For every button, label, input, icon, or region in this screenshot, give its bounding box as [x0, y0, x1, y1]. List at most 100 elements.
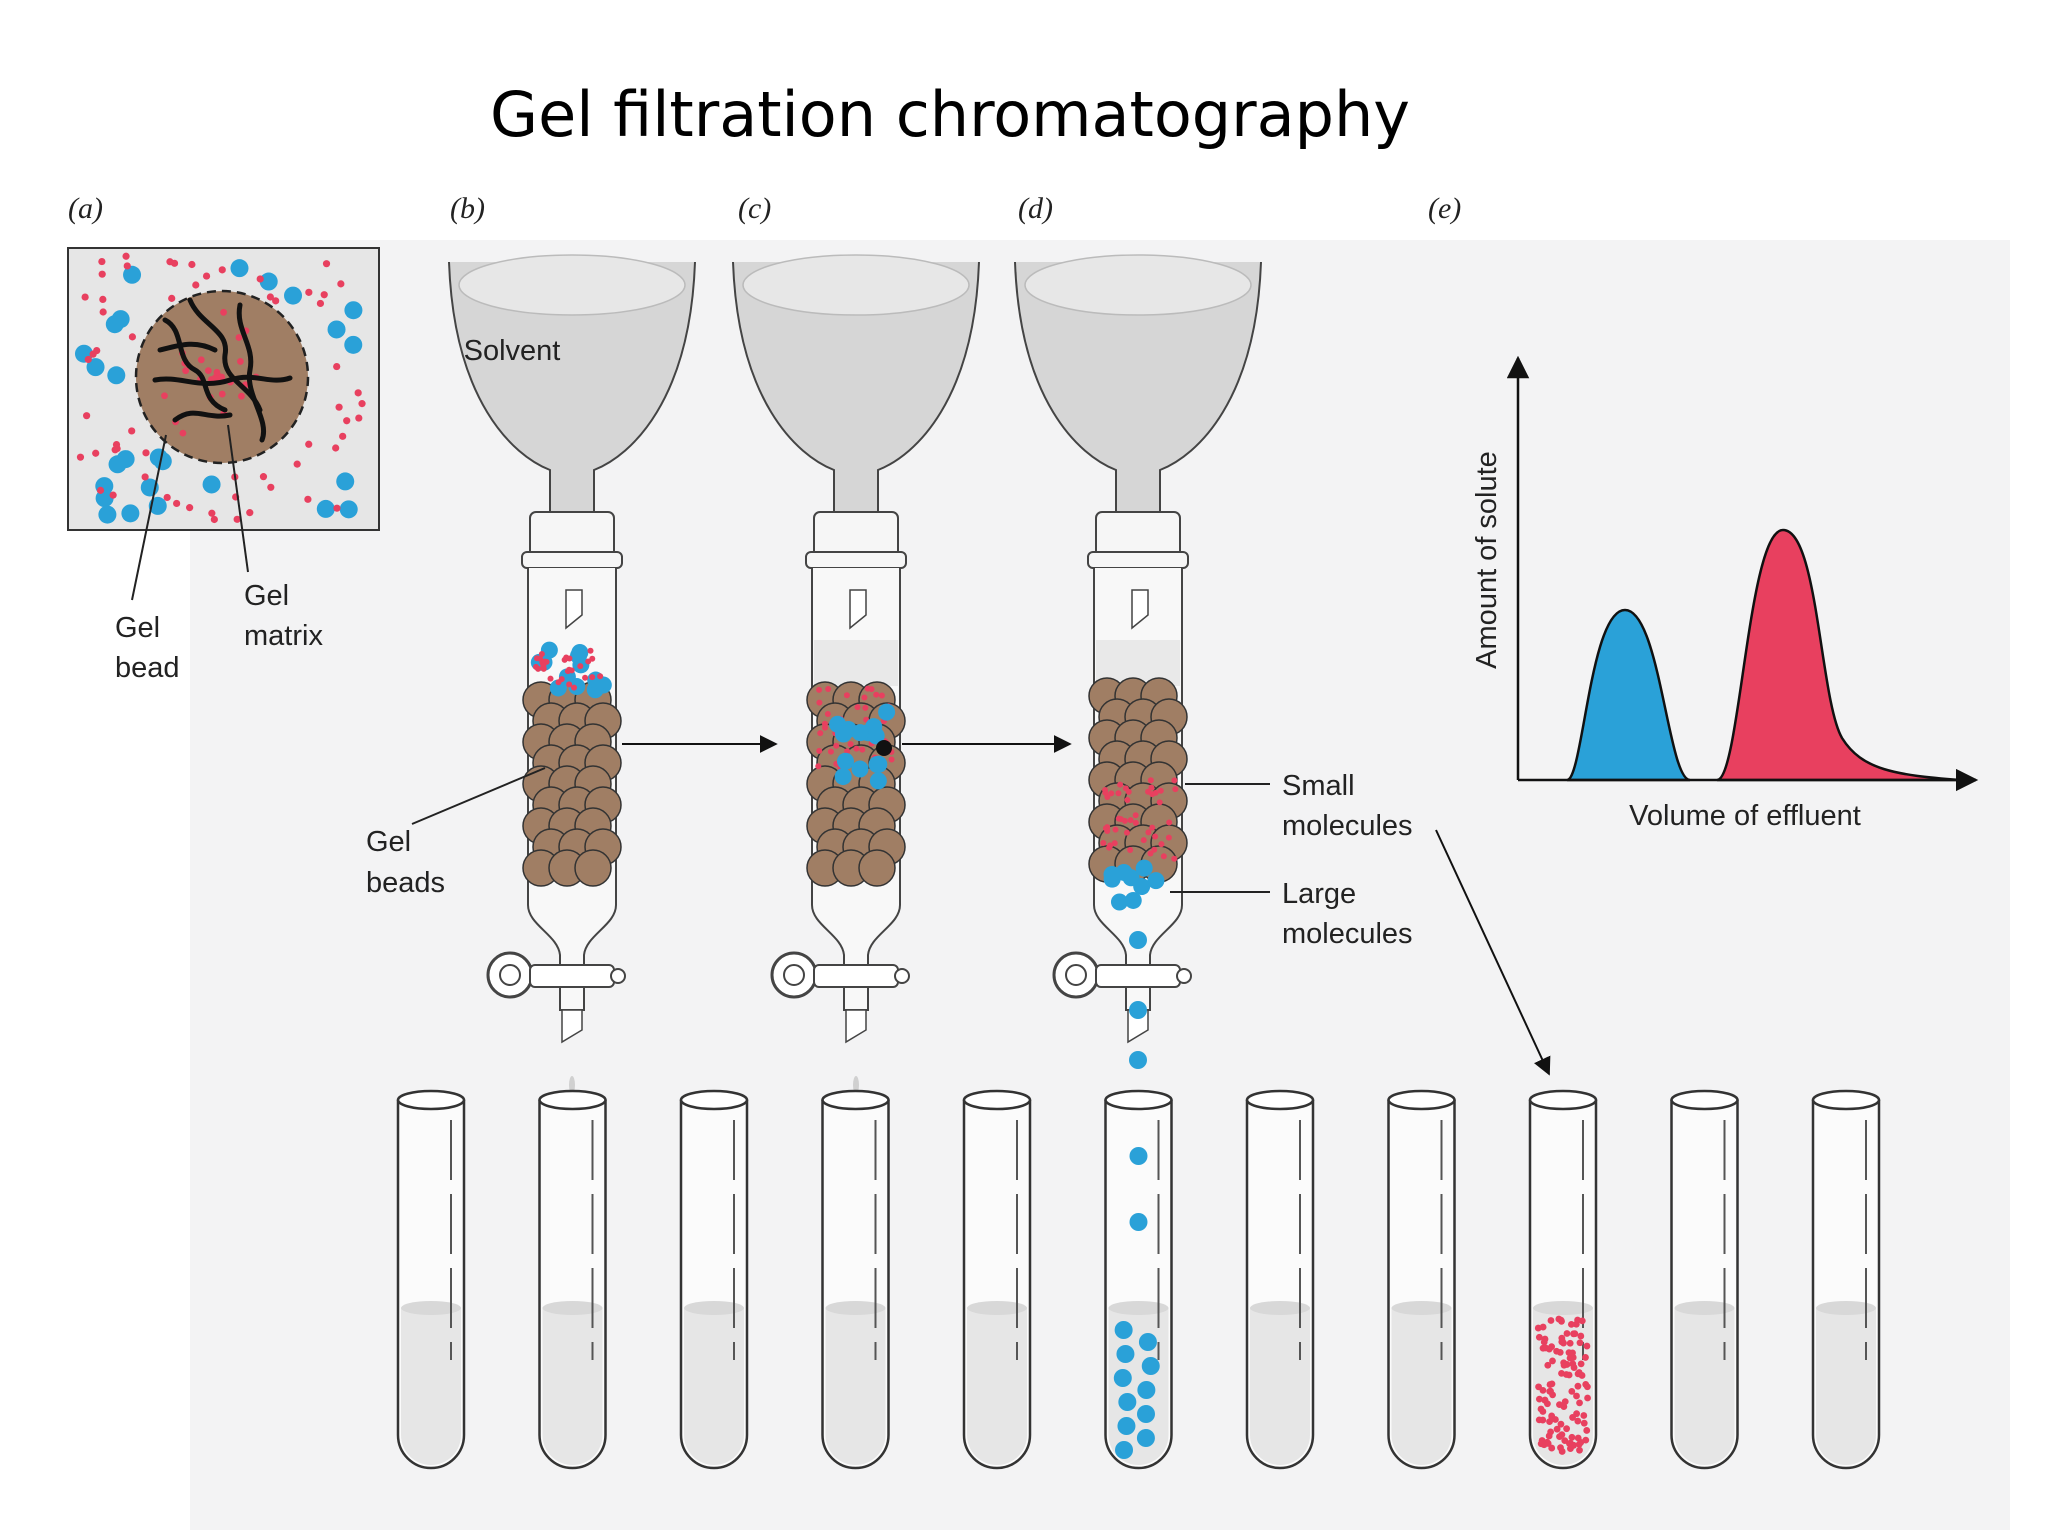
pointer-line-bead [131, 434, 167, 601]
large-molecule [1137, 1381, 1156, 1399]
small-molecule [1558, 1369, 1565, 1377]
tube-liquid [1250, 1308, 1310, 1465]
small-molecule [1535, 1383, 1542, 1391]
large-molecule [1118, 1393, 1137, 1411]
small-molecule [535, 665, 542, 672]
test-tube [1387, 1089, 1456, 1470]
eluting-large-molecule [1129, 931, 1147, 949]
eluting-large-molecule [1129, 1051, 1147, 1069]
liquid-surface [967, 1301, 1027, 1315]
x-axis-label: Volume of effluent [1629, 800, 1861, 832]
small-molecule [1102, 786, 1109, 793]
small-molecule [141, 473, 149, 481]
small-molecule [1547, 1387, 1554, 1395]
tube-rim [962, 1089, 1032, 1111]
gel-bead [574, 849, 612, 887]
gel-beads-label-line2: beads [366, 867, 445, 899]
small-molecule [213, 368, 221, 376]
small-molecule [1577, 1360, 1585, 1368]
elution-profile-graph: Amount of solute Volume of effluent [1471, 355, 1979, 832]
large-molecule [1116, 1345, 1135, 1363]
large-molecule [1135, 859, 1153, 877]
large-molecule [540, 641, 558, 659]
tube-rim [1811, 1089, 1881, 1111]
gel-bead [858, 849, 896, 887]
small-molecule [868, 686, 875, 693]
large-molecule [570, 647, 588, 665]
small-molecule [109, 491, 117, 499]
small-molecule [1547, 1428, 1555, 1436]
small-molecule [1583, 1427, 1591, 1434]
small-molecule [1574, 1382, 1582, 1390]
large-molecule [259, 272, 278, 291]
small-molecule [1576, 1339, 1584, 1347]
stopcock-handle-hole [783, 964, 805, 986]
large-molecule [108, 455, 127, 474]
small-molecule [1537, 1405, 1545, 1413]
drop [569, 1076, 575, 1094]
small-molecule [1124, 797, 1131, 804]
large-molecule [230, 259, 249, 278]
small-molecule [333, 362, 341, 371]
small-molecule [83, 412, 91, 420]
small-molecule [1584, 1394, 1591, 1402]
small-molecule [1147, 777, 1154, 784]
small-molecule [1552, 1416, 1559, 1423]
large-molecule [851, 760, 869, 778]
small-molecule [1580, 1412, 1588, 1419]
small-molecule [1160, 853, 1167, 860]
small-molecule [237, 358, 244, 365]
stopcock-barrel [1095, 964, 1181, 988]
small-molecule [1583, 1342, 1591, 1350]
small-molecule [589, 674, 596, 681]
small-molecule [585, 658, 592, 665]
small-molecule [1570, 1364, 1578, 1371]
page-title: Gel filtration chromatography [490, 78, 1410, 151]
small-molecule [878, 692, 885, 699]
liquid-surface [1391, 1301, 1452, 1315]
small-molecule [354, 389, 362, 397]
small-molecule [1553, 1347, 1561, 1355]
small-molecule [558, 676, 565, 683]
small-molecule [1548, 1444, 1556, 1452]
stopcock-knob [610, 968, 626, 984]
large-molecule [344, 335, 363, 354]
small-molecule [332, 444, 340, 452]
small-molecule [218, 373, 226, 381]
large-molecule [1103, 865, 1121, 883]
stopcock-barrel [529, 964, 615, 988]
small-molecule [1544, 1400, 1551, 1408]
gel-bead-label-line2: bead [115, 652, 180, 684]
small-molecule [316, 299, 325, 308]
liquid-surface [684, 1301, 744, 1315]
small-molecule [202, 272, 211, 280]
small-molecule [815, 763, 822, 770]
panel-a-gel-bead-closeup: Gel bead Gel matrix [67, 247, 380, 684]
small-molecule [182, 367, 190, 375]
small-molecule [1100, 839, 1107, 846]
small-molecule [170, 259, 179, 267]
small-molecule [99, 308, 107, 316]
small-molecule [1569, 1414, 1576, 1421]
small-molecule [577, 663, 584, 670]
small-molecule [246, 509, 254, 517]
small-molecule [1121, 817, 1128, 824]
large-molecule [870, 755, 888, 773]
test-tube [396, 1089, 466, 1470]
tube-rim [1104, 1089, 1173, 1111]
small-molecule [843, 692, 850, 699]
small-molecule [186, 504, 194, 512]
small-molecule [1560, 1403, 1568, 1410]
eluting-large-molecule [1129, 1147, 1148, 1165]
small-molecule [824, 711, 831, 718]
small-molecule [1165, 834, 1172, 841]
small-molecule [582, 674, 589, 681]
large-molecule [98, 505, 117, 524]
small-molecule [1111, 840, 1118, 847]
small-molecule [547, 675, 554, 682]
small-molecule [1567, 1320, 1575, 1328]
gel-matrix-strands [152, 297, 293, 443]
large-molecule [111, 310, 130, 329]
small-molecule [1166, 819, 1173, 826]
